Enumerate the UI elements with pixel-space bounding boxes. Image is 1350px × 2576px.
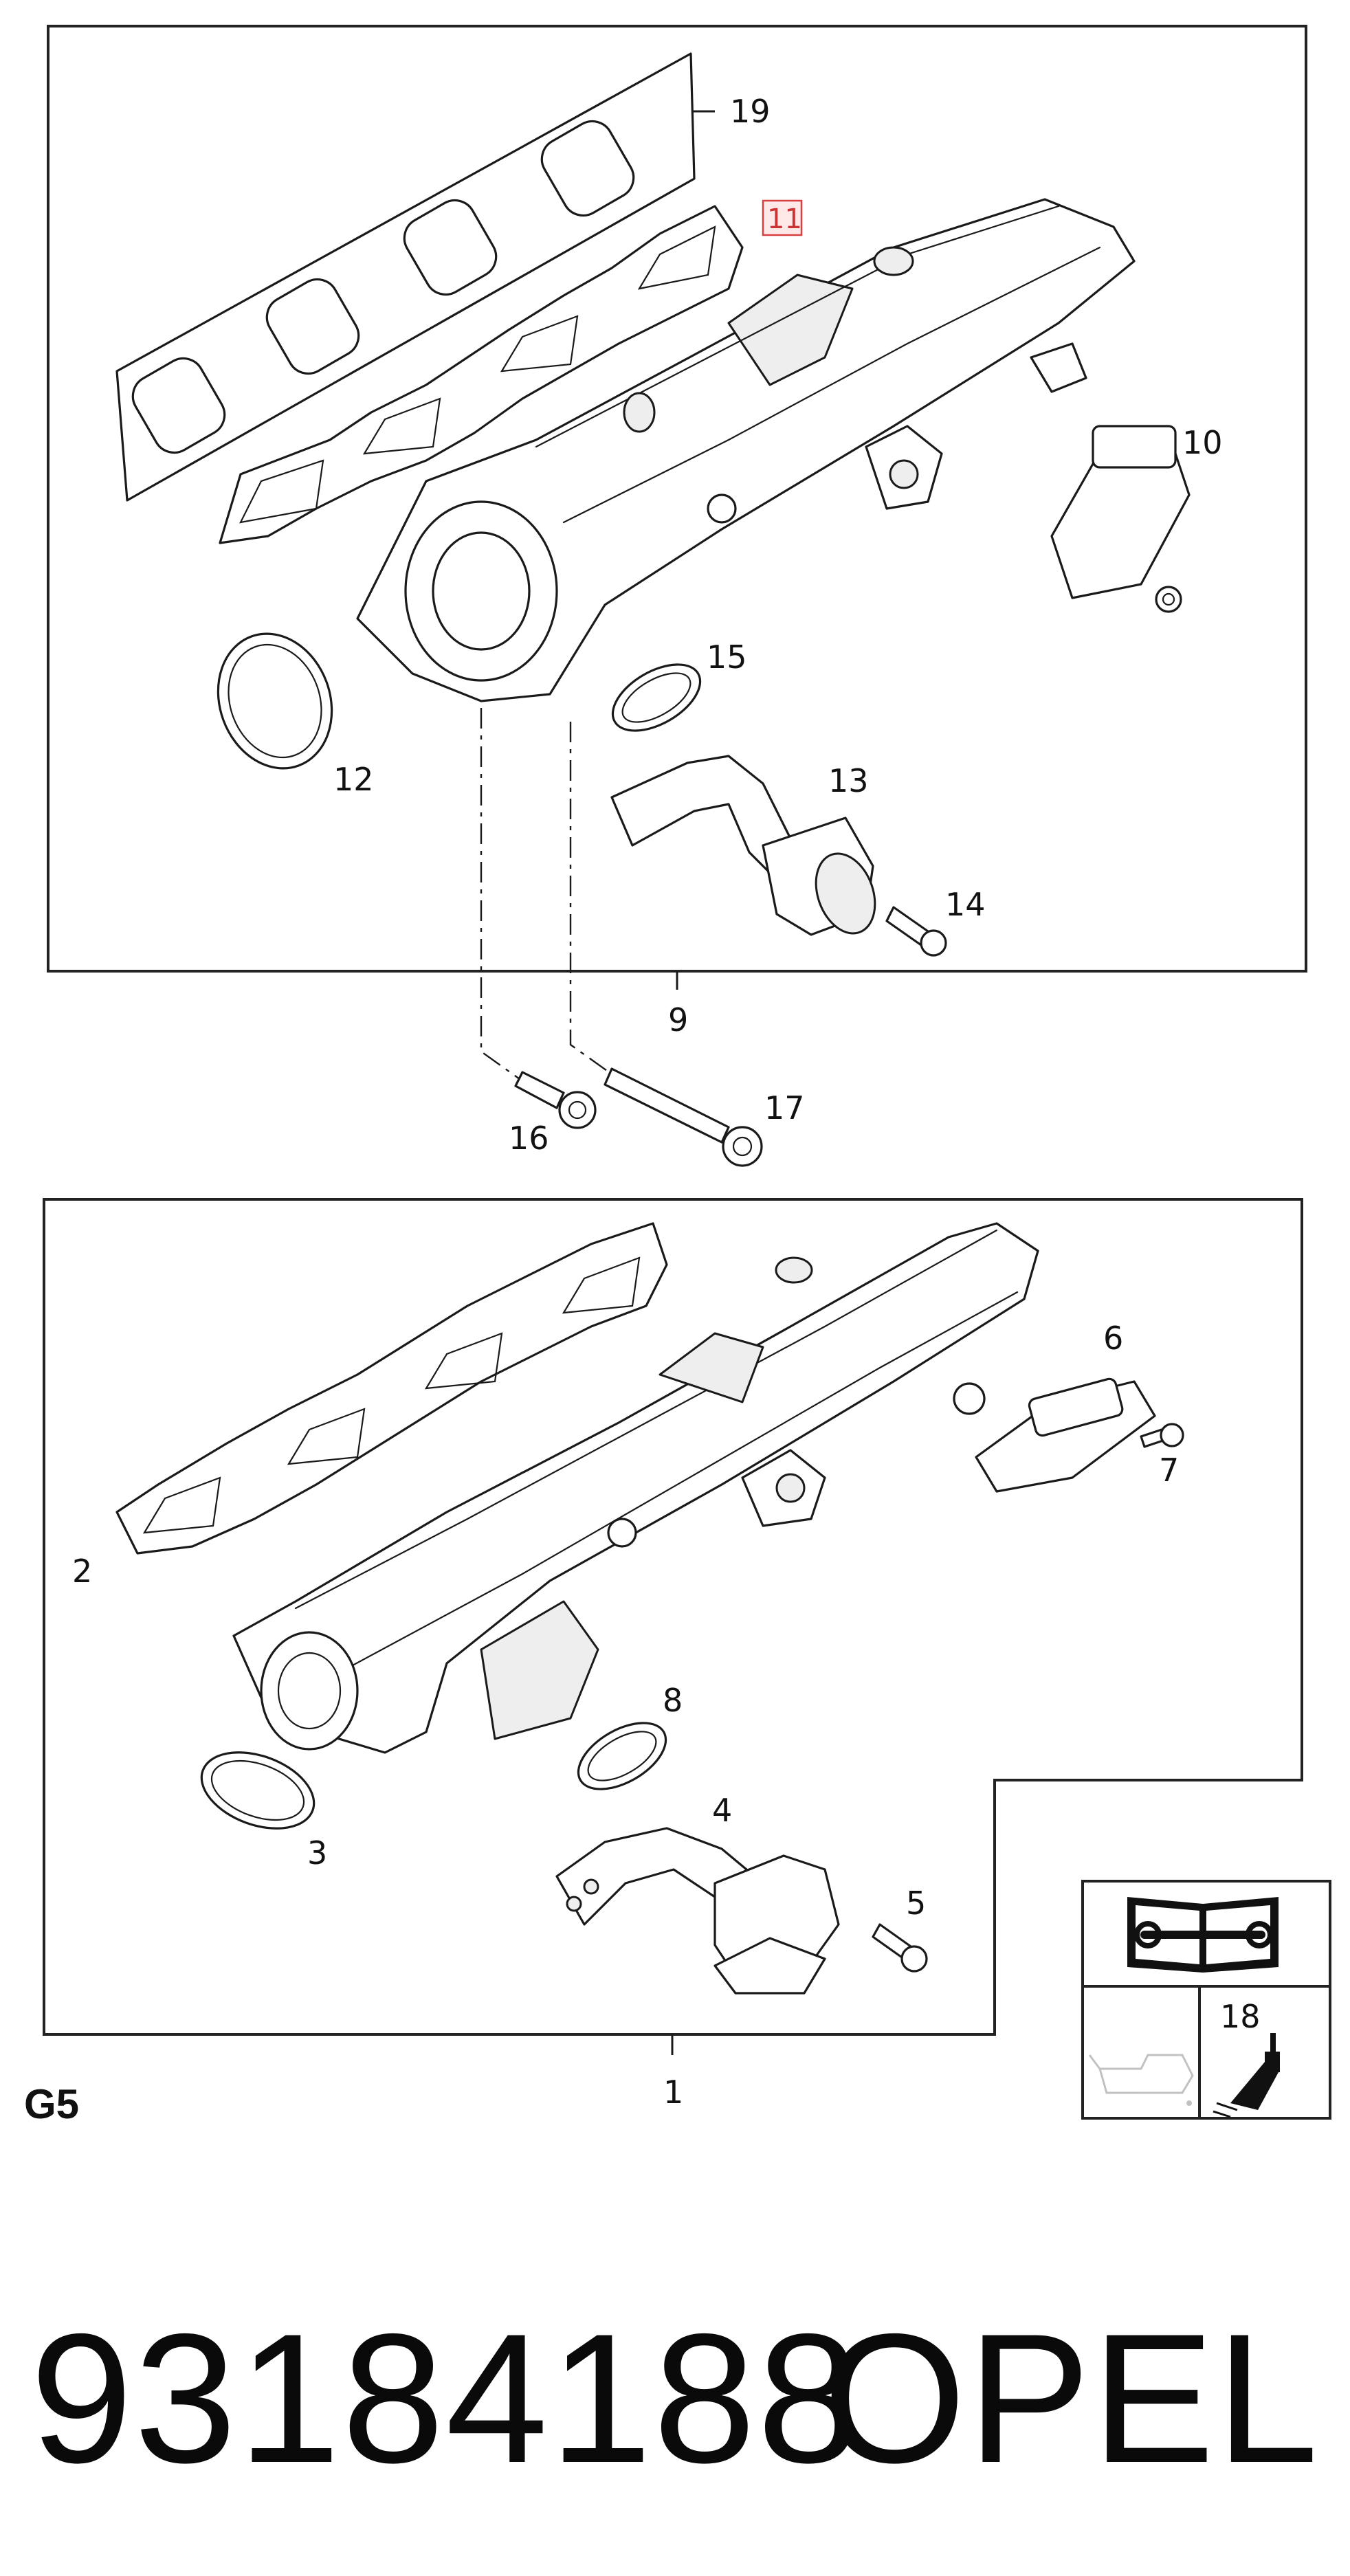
screw-5-part — [872, 1923, 928, 1973]
seal-ring-3-part — [200, 1751, 316, 1830]
callout-5: 5 — [906, 1885, 926, 1922]
section-code: G5 — [24, 2081, 79, 2127]
callout-15: 15 — [707, 639, 747, 676]
highlight-box-11 — [762, 199, 803, 236]
oil-can-icon — [1088, 2054, 1194, 2106]
screw-14-part — [885, 906, 947, 957]
lower-assembly-group: 2 6 7 8 — [43, 1198, 1303, 2111]
bolt-16-part — [514, 1071, 597, 1129]
part-number: 93184188 — [30, 2295, 861, 2501]
egr-pipe-13-part — [610, 755, 876, 936]
egr-pipe-4-part — [555, 1827, 840, 1995]
callout-4: 4 — [712, 1792, 732, 1829]
info-panel: 18 — [1081, 1880, 1331, 2120]
o-ring-15-part — [611, 663, 702, 732]
repair-manual-icon — [1127, 1897, 1279, 1973]
callout-12: 12 — [333, 761, 374, 798]
brand-name: OPEL — [822, 2295, 1320, 2501]
fastener-group: 16 17 — [509, 1067, 805, 1167]
seal-ring-12-part — [217, 632, 333, 770]
callout-3: 3 — [307, 1834, 327, 1872]
callout-18: 18 — [1220, 1998, 1261, 2035]
upper-assembly-group: 19 11 — [47, 25, 1307, 1087]
callout-7: 7 — [1159, 1452, 1179, 1489]
callout-8: 8 — [663, 1682, 683, 1719]
callout-17: 17 — [764, 1089, 805, 1126]
bolt-17-part — [604, 1067, 763, 1167]
lower-frame — [43, 1198, 1303, 2036]
gasket-sheet-part — [115, 52, 696, 502]
callout-16: 16 — [509, 1120, 549, 1157]
callout-6: 6 — [1103, 1320, 1123, 1357]
callout-19: 19 — [730, 93, 771, 130]
o-ring-8-part — [577, 1722, 667, 1790]
intake-manifold-lower-part — [232, 1222, 1039, 1754]
intake-manifold-upper-part — [356, 198, 1136, 702]
callout-13: 13 — [828, 762, 869, 799]
callout-1: 1 — [663, 2074, 683, 2111]
intake-gasket-2-part — [115, 1222, 668, 1555]
callout-9: 9 — [668, 1001, 688, 1039]
callout-10: 10 — [1182, 424, 1223, 461]
pressure-sensor-part — [1050, 425, 1191, 613]
intake-gasket-part — [219, 205, 744, 544]
callout-2: 2 — [72, 1553, 92, 1590]
callout-11: 11 — [767, 203, 802, 235]
sensor-6-part — [975, 1377, 1156, 1493]
callout-14: 14 — [945, 886, 986, 923]
sealant-tube-icon — [1213, 2033, 1280, 2118]
screw-7-part — [1140, 1423, 1184, 1448]
